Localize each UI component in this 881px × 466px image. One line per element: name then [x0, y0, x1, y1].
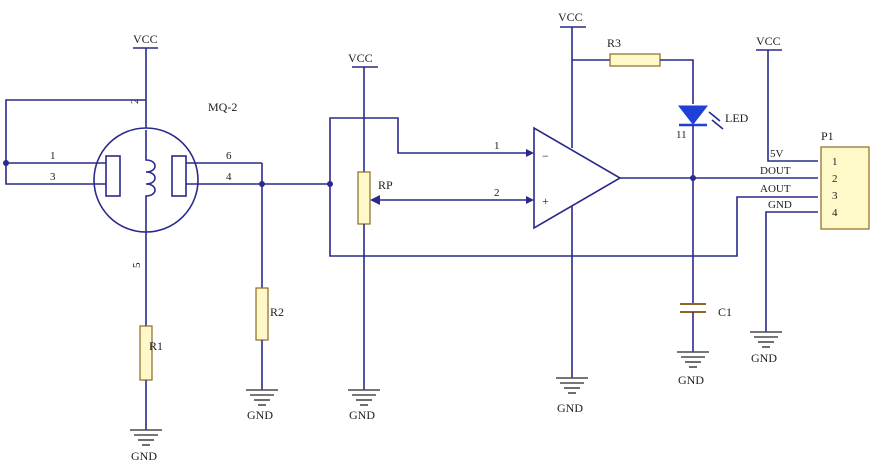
- sensor-pin-4-label: 4: [226, 171, 232, 183]
- junction-left: [3, 160, 9, 166]
- rp-label: RP: [378, 178, 393, 192]
- gnd-label-c1: GND: [678, 373, 704, 387]
- vcc-label-sensor: VCC: [133, 32, 158, 46]
- sensor-pin-6-label: 6: [226, 150, 232, 162]
- signal-5v-label: 5V: [770, 148, 784, 160]
- mq2-label: MQ-2: [208, 100, 237, 114]
- opamp-plus-sign: +: [542, 194, 549, 208]
- arrow-inv-input: [526, 149, 534, 157]
- mq2-sensor: VCC 2 MQ-2 1 3 6 4 5: [3, 32, 333, 326]
- signal-gnd-label: GND: [768, 199, 792, 211]
- rp-body: [357, 171, 371, 225]
- r2-label: R2: [270, 305, 284, 319]
- gnd-label-r2: GND: [247, 408, 273, 422]
- led-ray-1: [708, 111, 721, 122]
- resistor-r3: R3: [572, 36, 694, 104]
- sensor-heater-coil: [145, 130, 156, 230]
- opamp-pin-1-label: 1: [494, 140, 500, 152]
- sensor-pin-1-label: 1: [50, 150, 56, 162]
- capacitor-c1: C1 GND: [677, 178, 732, 387]
- r1-body: [139, 325, 153, 381]
- gnd-label-r1: GND: [131, 449, 157, 463]
- opamp-minus-sign: −: [542, 149, 549, 163]
- p1-pin-2-label: 2: [832, 173, 838, 185]
- sensor-electrode-left: [105, 155, 121, 197]
- rp-wiper-arrow: [370, 195, 380, 205]
- gnd-label-rp: GND: [349, 408, 375, 422]
- r2-body: [255, 287, 269, 341]
- r1-label: R1: [149, 339, 163, 353]
- comparator-opamp: VCC − + GND: [533, 10, 818, 415]
- wire-to-inv-input: [329, 117, 530, 184]
- wire-aout-loop: [329, 184, 818, 257]
- gnd-label-connector: GND: [751, 351, 777, 365]
- opamp-triangle: [533, 126, 622, 230]
- led-triangle: [677, 105, 709, 125]
- sensor-pin-5-label: 5: [131, 262, 143, 268]
- sensor-electrode-right: [171, 155, 187, 197]
- led-indicator: LED 11: [676, 105, 749, 178]
- led-pin-label: 11: [676, 129, 687, 141]
- r3-label: R3: [607, 36, 621, 50]
- arrow-noninv-input: [526, 196, 534, 204]
- sensor-pin-2-label: 2: [129, 99, 141, 105]
- potentiometer-rp: VCC RP GND: [348, 51, 530, 422]
- signal-routing: 1 2: [329, 117, 818, 257]
- p1-body: [820, 146, 870, 230]
- vcc-label-opamp: VCC: [558, 10, 583, 24]
- signal-aout-label: AOUT: [760, 183, 791, 195]
- p1-pin-4-label: 4: [832, 207, 838, 219]
- wire-left-loop: [5, 99, 146, 163]
- wire-5v: [767, 50, 818, 162]
- resistor-r1: R1 GND: [130, 325, 163, 463]
- led-label: LED: [725, 111, 749, 125]
- vcc-label-rp: VCC: [348, 51, 373, 65]
- wire-r3-right: [660, 59, 694, 104]
- c1-label: C1: [718, 305, 732, 319]
- r3-body: [609, 53, 661, 67]
- vcc-label-connector: VCC: [756, 34, 781, 48]
- wire-pin-3: [5, 163, 106, 185]
- p1-pin-3-label: 3: [832, 190, 838, 202]
- p1-pin-1-label: 1: [832, 156, 838, 168]
- sensor-pin-3-label: 3: [50, 171, 56, 183]
- opamp-pin-2-label: 2: [494, 187, 500, 199]
- gnd-label-opamp: GND: [557, 401, 583, 415]
- wire-gnd-pin: [765, 211, 818, 332]
- connector-p1: VCC GND P1 5V DOUT AOUT GND 1 2 3 4: [750, 34, 870, 365]
- p1-label: P1: [821, 129, 834, 143]
- signal-dout-label: DOUT: [760, 165, 791, 177]
- resistor-r2: R2 GND: [246, 184, 284, 422]
- led-ray-2: [711, 119, 724, 130]
